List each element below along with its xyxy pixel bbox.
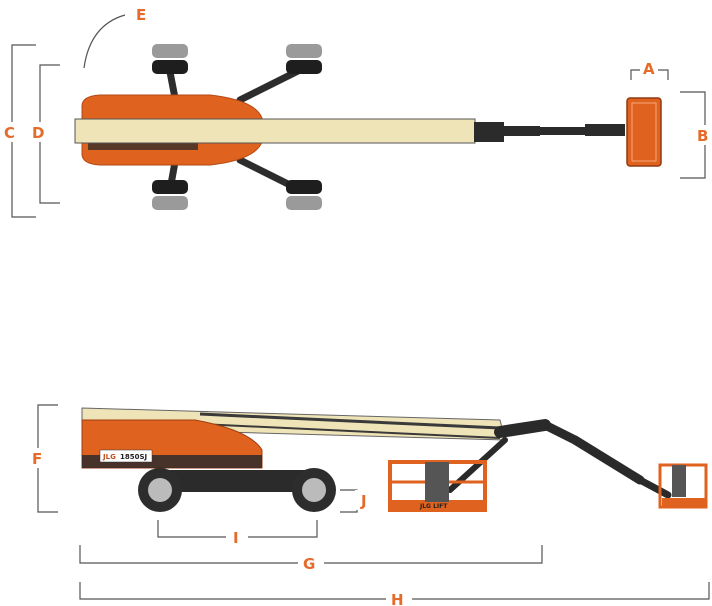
side-jib xyxy=(447,419,672,499)
label-b: B xyxy=(697,127,708,145)
label-h: H xyxy=(391,591,404,606)
label-e: E xyxy=(136,6,146,24)
side-basket-stowed: JLG LIFT xyxy=(388,460,487,512)
label-g: G xyxy=(303,555,315,573)
label-i: I xyxy=(233,529,239,547)
label-j: J xyxy=(360,492,367,510)
label-f: F xyxy=(32,450,42,468)
basket-brand: JLG LIFT xyxy=(419,503,448,510)
top-basket xyxy=(626,97,662,167)
badge-model: 1850SJ xyxy=(120,453,147,461)
top-chassis-vent xyxy=(88,140,198,150)
dim-j-bracket xyxy=(340,489,358,513)
label-d: D xyxy=(32,124,44,142)
dim-e-leader xyxy=(83,14,126,69)
model-badge xyxy=(99,449,153,463)
side-wheels xyxy=(138,468,336,512)
top-view: C D E A B xyxy=(0,6,712,218)
label-a: A xyxy=(643,60,655,78)
top-boom xyxy=(74,118,476,144)
side-view: JLG 1850SJ JLG LIFT xyxy=(28,404,710,606)
badge-brand: JLG xyxy=(102,453,116,461)
top-jib xyxy=(474,122,625,142)
top-wheels xyxy=(152,44,322,210)
side-basket-raised xyxy=(658,463,708,509)
side-frame xyxy=(150,470,320,492)
label-c: C xyxy=(4,124,15,142)
